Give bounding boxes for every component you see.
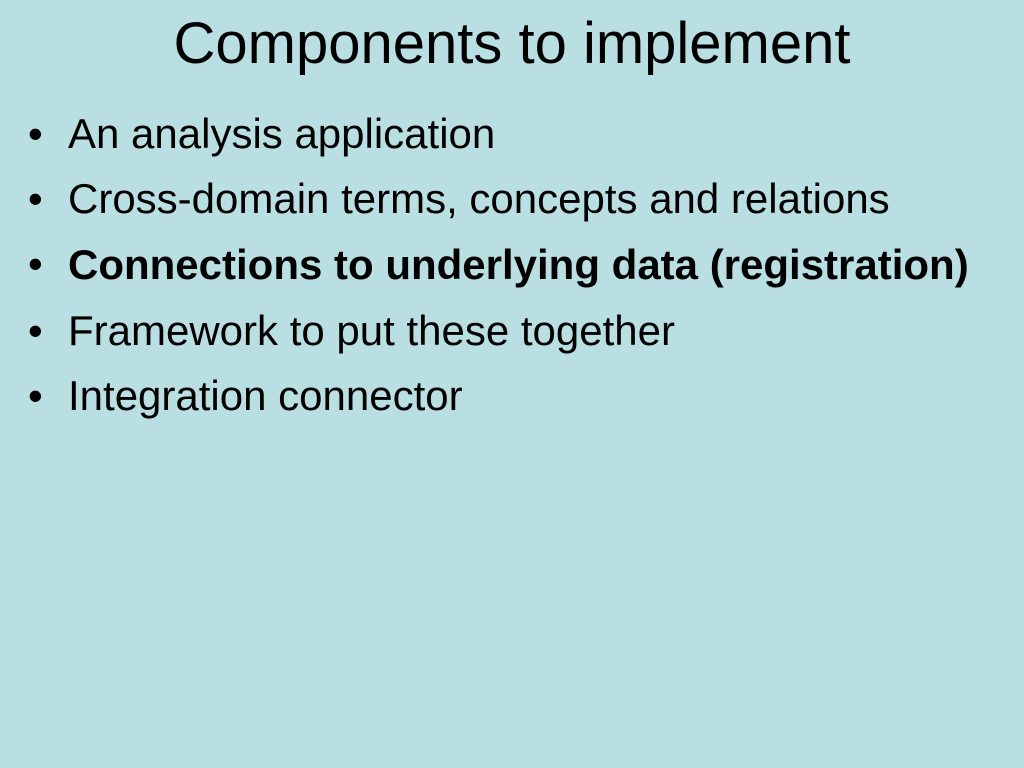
bullet-marker-icon: • xyxy=(28,110,43,157)
bullet-marker-icon: • xyxy=(28,307,43,354)
bullet-marker-icon: • xyxy=(28,372,43,419)
bullet-item-cross-domain-terms: • Cross-domain terms, concepts and relat… xyxy=(28,173,988,225)
bullet-text: Connections to underlying data (registra… xyxy=(68,241,969,288)
bullet-item-connections-registration: • Connections to underlying data (regist… xyxy=(28,238,988,292)
bullet-item-integration-connector: • Integration connector xyxy=(28,370,988,422)
bullet-item-analysis-application: • An analysis application xyxy=(28,108,988,160)
bullet-text: An analysis application xyxy=(68,110,496,157)
bullet-text: Framework to put these together xyxy=(68,307,675,354)
bullet-text: Cross-domain terms, concepts and relatio… xyxy=(68,175,890,222)
bullet-marker-icon: • xyxy=(28,240,43,287)
bullet-text: Integration connector xyxy=(68,372,463,419)
slide-title: Components to implement xyxy=(173,11,851,76)
bullet-item-framework: • Framework to put these together xyxy=(28,305,988,357)
bullet-list: • An analysis application • Cross-domain… xyxy=(28,108,988,435)
bullet-marker-icon: • xyxy=(28,175,43,222)
